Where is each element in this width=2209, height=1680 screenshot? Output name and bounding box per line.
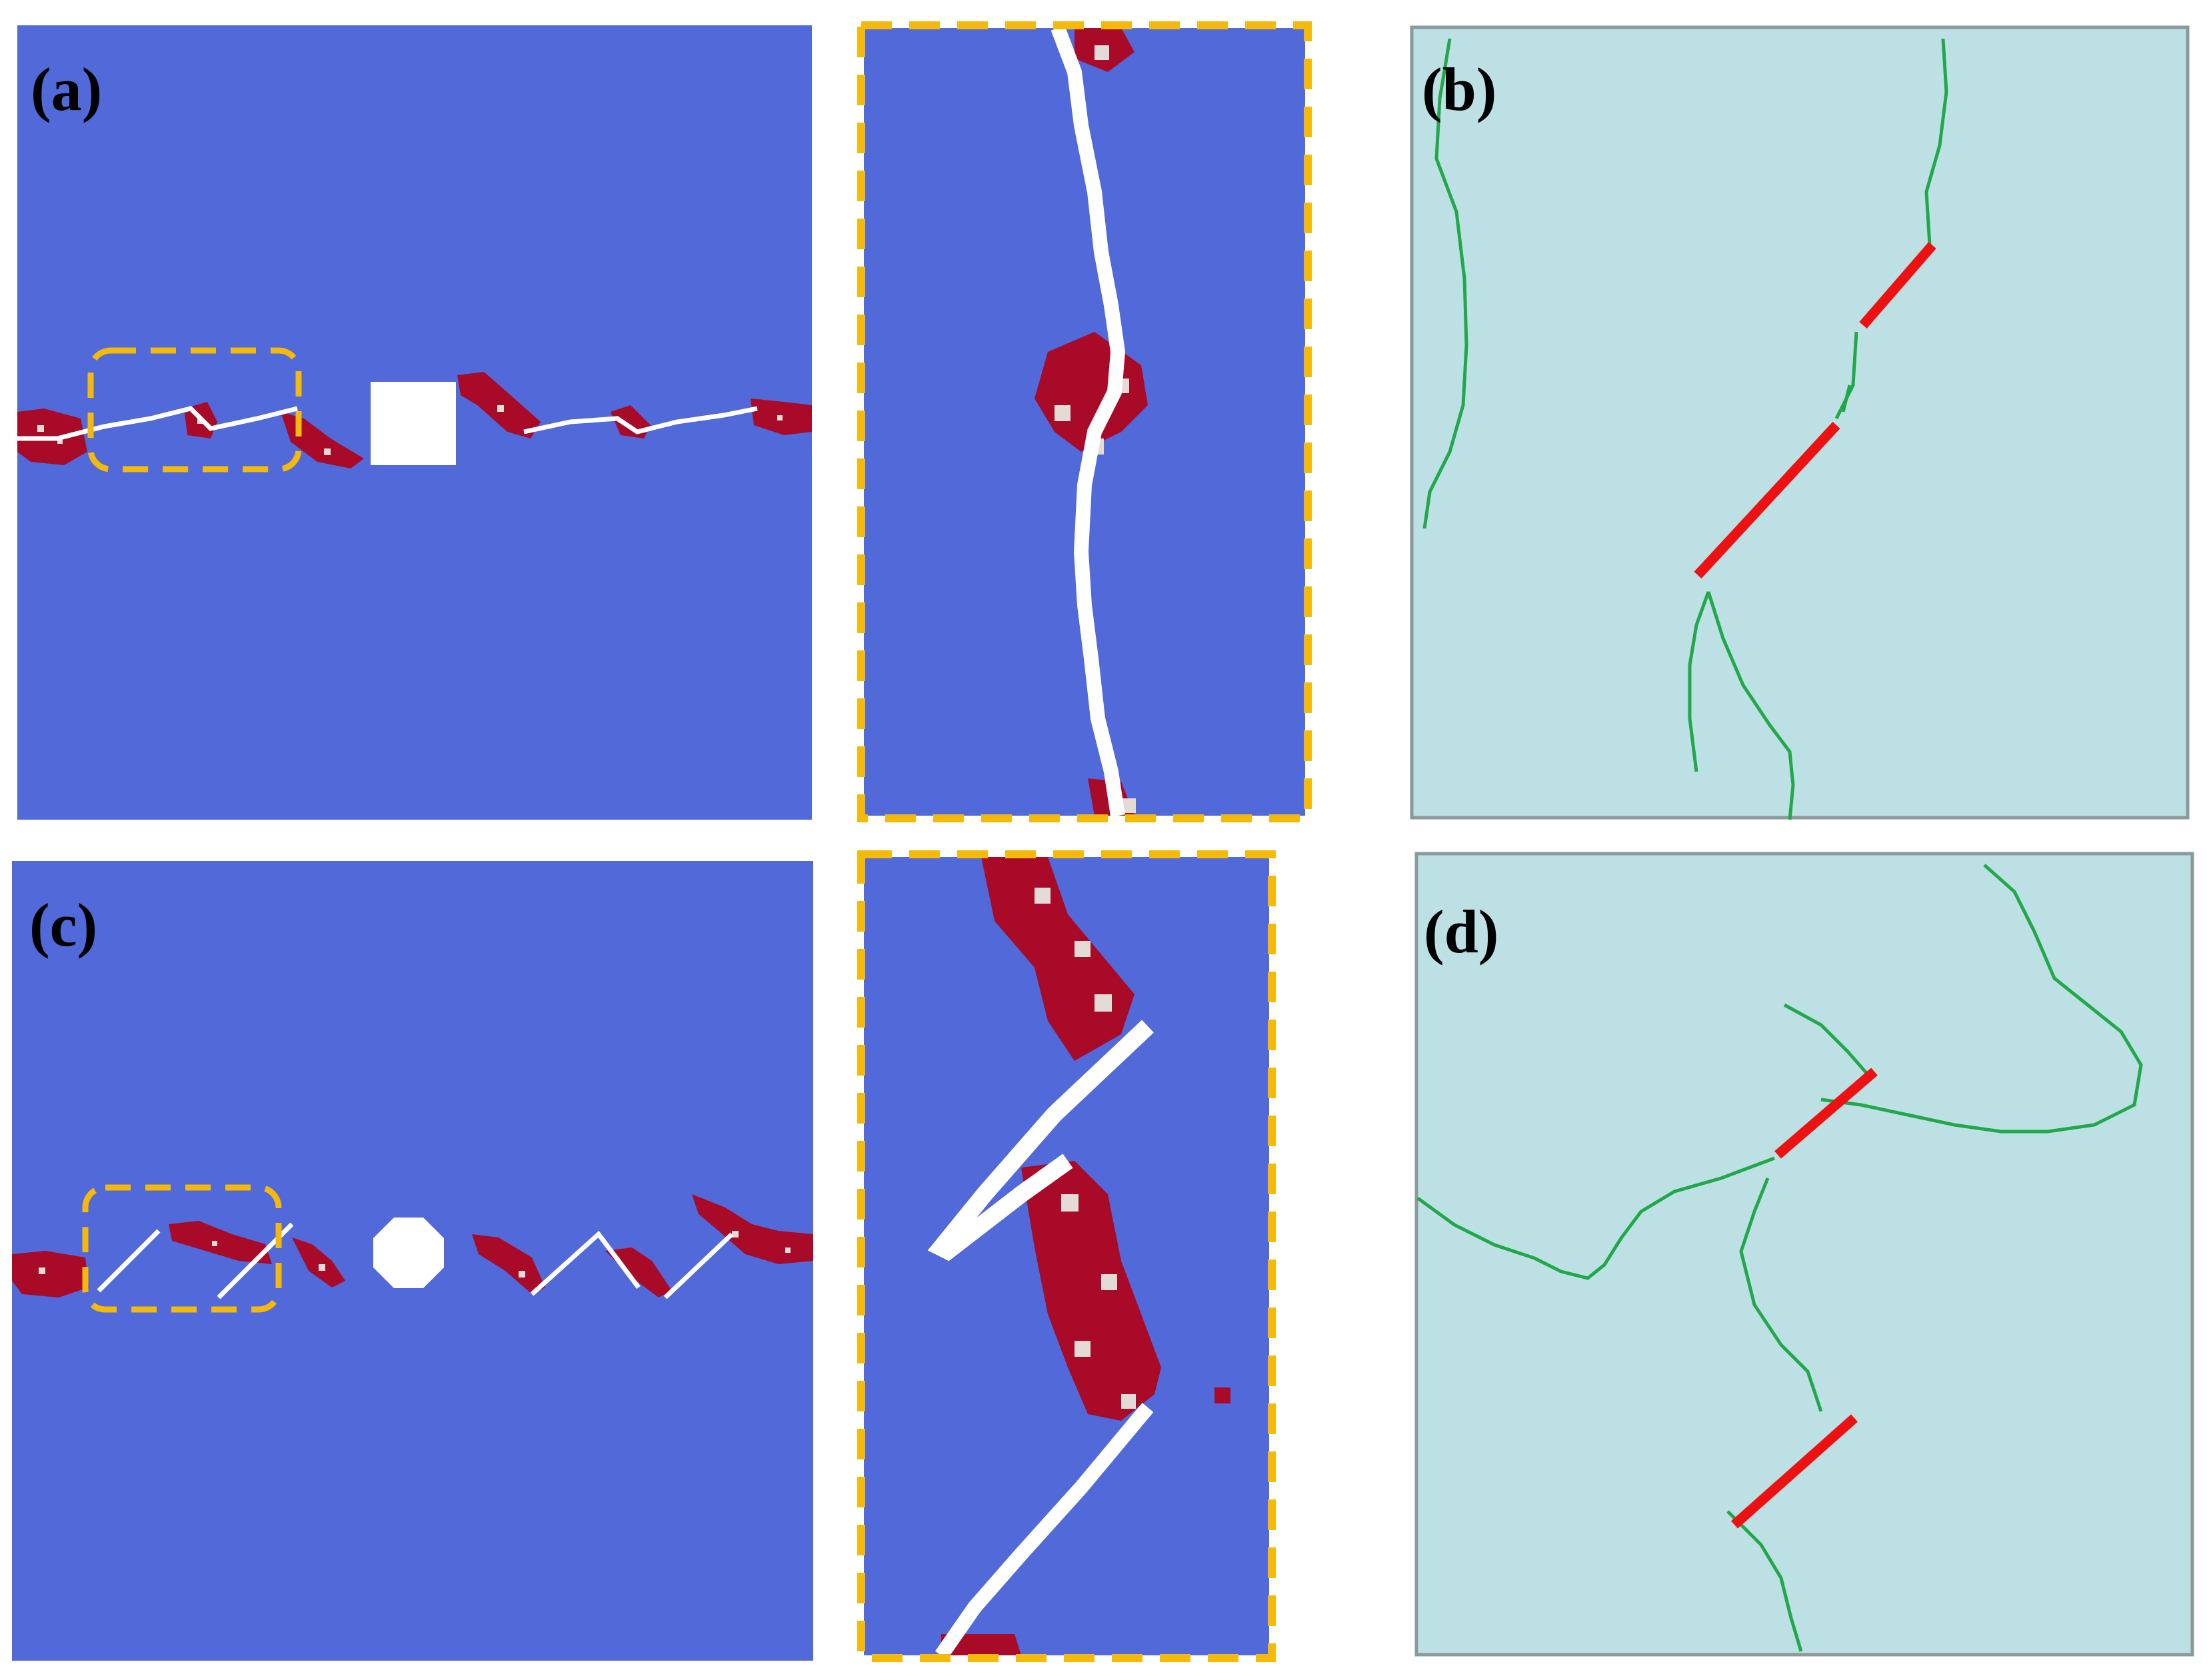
panel-d-background	[1414, 852, 2194, 1657]
panel-a: (a)	[17, 25, 812, 820]
panel-c-damage-speckles	[39, 1231, 791, 1277]
zoom-a-highlight-border	[857, 21, 1312, 822]
panel-d-flaws	[1731, 1068, 1878, 1529]
zoom-panel-c-plot	[857, 850, 1276, 1662]
panel-a-damage-speckles	[37, 405, 783, 455]
zoom-c-crack	[927, 1020, 1154, 1261]
panel-d-cracks	[1416, 864, 2143, 1652]
label-d: (d)	[1424, 898, 1499, 966]
panel-c-plot	[12, 861, 813, 1661]
panel-b-plot	[1410, 25, 2190, 820]
panel-a-plot	[17, 25, 812, 820]
zoom-panel-a-plot	[857, 21, 1312, 822]
panel-a-inclusion-square	[371, 382, 456, 465]
zoom-panel-c	[855, 848, 1278, 1665]
panel-a-highlight-box	[87, 347, 302, 472]
panel-c-damage-zones	[12, 1194, 813, 1297]
label-b: (b)	[1422, 55, 1497, 123]
zoom-panel-a	[855, 19, 1314, 825]
panel-a-crack	[17, 406, 298, 441]
zoom-a-crack	[1051, 25, 1126, 817]
panel-b-background	[1410, 25, 2190, 820]
panel-b-flaws	[1694, 242, 1936, 579]
zoom-c-crack	[935, 1402, 1154, 1660]
label-c: (c)	[29, 891, 98, 959]
panel-a-crack	[523, 406, 758, 434]
zoom-c-highlight-border	[857, 850, 1276, 1662]
panel-c-inclusion-octagon	[373, 1218, 444, 1288]
panel-d: (d)	[1414, 852, 2194, 1657]
label-a: (a)	[31, 55, 103, 123]
panel-b-cracks	[1422, 38, 1948, 820]
zoom-c-speckles	[1035, 888, 1136, 1409]
panel-c: (c)	[12, 861, 813, 1661]
panel-b: (b)	[1410, 25, 2190, 820]
panel-c-highlight-box	[82, 1184, 282, 1313]
panel-d-plot	[1414, 852, 2194, 1657]
